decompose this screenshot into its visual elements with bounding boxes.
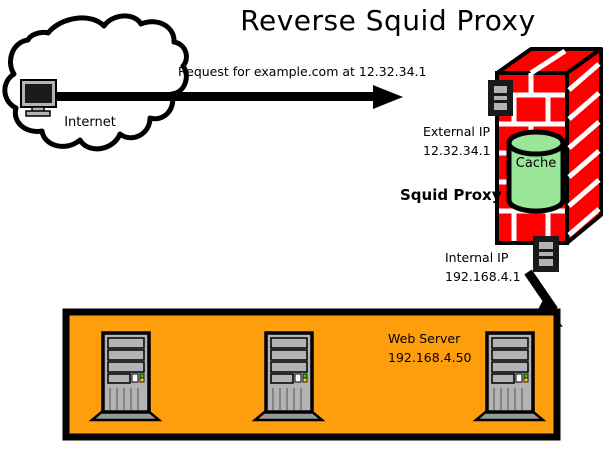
request-flow: Request for example.com at 12.32.34.1: [55, 64, 426, 109]
cache-database-icon: Cache: [506, 129, 566, 214]
brick-mortar-lines-top: [529, 48, 567, 76]
external-network-jack-icon: [488, 80, 513, 116]
internal-ip-value: 192.168.4.1: [445, 269, 521, 284]
web-server-ip: 192.168.4.50: [388, 350, 472, 365]
brick-mortar-lines-side: [567, 62, 601, 237]
server-tower-1: [88, 331, 163, 422]
external-ip-value: 12.32.34.1: [423, 143, 491, 158]
squid-proxy-label: Squid Proxy: [400, 186, 502, 204]
cache-label: Cache: [516, 156, 556, 171]
page-title: Reverse Squid Proxy: [240, 4, 535, 37]
request-label: Request for example.com at 12.32.34.1: [178, 64, 426, 79]
internet-cloud: Internet: [2, 13, 189, 152]
internal-ip-block: Internal IP 192.168.4.1: [445, 250, 521, 284]
internal-network-jack-icon: [533, 236, 559, 272]
squid-proxy-firewall: Cache: [488, 47, 603, 272]
server-tower-3: [472, 331, 547, 422]
right-arrow-icon: [55, 85, 403, 109]
web-server-label: Web Server: [388, 331, 461, 346]
lan-network-box: Web Server 192.168.4.50: [62, 308, 561, 441]
internal-ip-label: Internal IP: [445, 250, 509, 265]
cloud-label: Internet: [64, 115, 116, 130]
desktop-computer-icon: [20, 79, 57, 117]
server-tower-2: [251, 331, 326, 422]
external-ip-label: External IP: [423, 124, 491, 139]
external-ip-block: External IP 12.32.34.1: [423, 124, 491, 158]
